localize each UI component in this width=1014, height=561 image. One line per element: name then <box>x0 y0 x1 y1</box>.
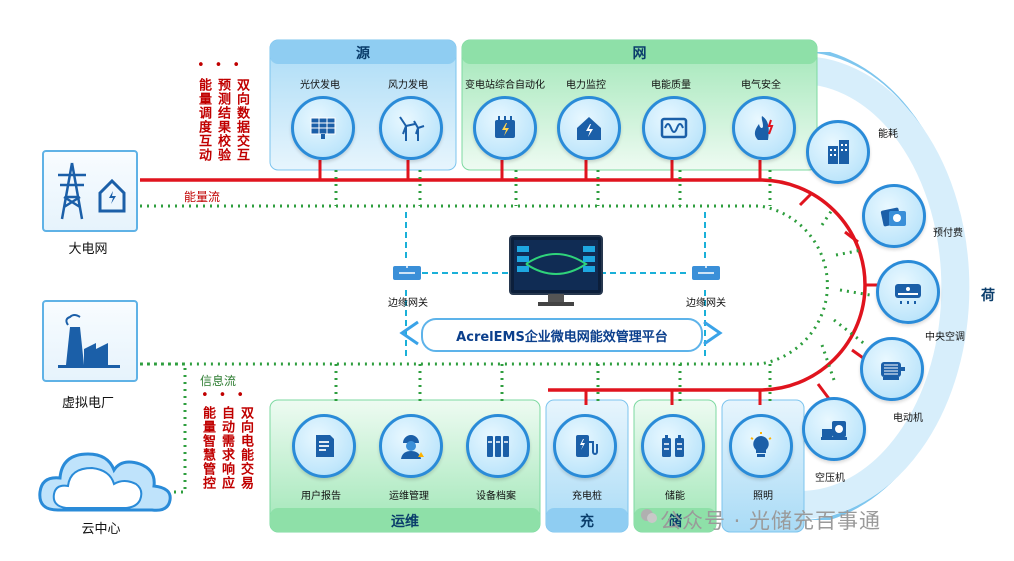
annotation-demand-response: 自动需求响应 <box>219 406 234 490</box>
panel-title-storage: 储 <box>668 514 682 530</box>
gateway-links <box>405 212 706 360</box>
maintenance-worker-icon[interactable] <box>379 414 443 478</box>
edge-gateway-icon[interactable] <box>391 256 423 286</box>
report-icon[interactable] <box>292 414 356 478</box>
grid-label: 电力监控 <box>566 80 606 91</box>
load-label: 电动机 <box>893 413 923 424</box>
air-compressor-icon[interactable] <box>802 397 866 461</box>
power-monitor-icon[interactable] <box>557 96 621 160</box>
light-bulb-icon[interactable] <box>729 414 793 478</box>
power-quality-icon[interactable] <box>642 96 706 160</box>
prepaid-card-icon[interactable] <box>862 184 926 248</box>
edge-gateway-icon[interactable] <box>690 256 722 286</box>
big-grid-box[interactable] <box>42 150 138 232</box>
solar-panel-icon[interactable] <box>291 96 355 160</box>
annotation-energy-dispatch: 能量调度互动 <box>196 78 211 162</box>
grid-label: 电气安全 <box>741 80 781 91</box>
grid-label: 变电站综合自动化 <box>465 80 545 91</box>
archive-icon[interactable] <box>466 414 530 478</box>
charge-label: 充电桩 <box>572 491 602 502</box>
load-label: 能耗 <box>878 129 898 140</box>
monitor-dashboard[interactable] <box>508 234 604 308</box>
ops-label: 运维管理 <box>389 491 429 502</box>
panel-title-grid: 网 <box>632 46 647 62</box>
panel-title-charge: 充 <box>580 514 594 530</box>
load-label: 空压机 <box>815 473 845 484</box>
bottom-annotation-dots: ••• <box>201 388 255 403</box>
load-label: 中央空调 <box>925 332 965 343</box>
storage-label: 储能 <box>665 491 685 502</box>
annotation-smart-control: 能量智慧管控 <box>200 406 215 490</box>
platform-title: AcrelEMS企业微电网能效管理平台 <box>421 318 703 352</box>
panel-title-load: 荷 <box>981 288 995 304</box>
top-annotation-dots: ••• <box>197 58 251 73</box>
annotation-forecast-check: 预测结果校验 <box>215 78 230 162</box>
substation-icon[interactable] <box>473 96 537 160</box>
battery-storage-icon[interactable] <box>641 414 705 478</box>
energy-flow-label: 能量流 <box>184 190 221 204</box>
info-drops <box>334 170 871 405</box>
virtual-plant-box[interactable] <box>42 300 138 382</box>
power-plant-icon <box>58 314 120 368</box>
annotation-data-interaction: 双向数据交互 <box>234 78 249 162</box>
cloud-label: 云中心 <box>81 522 121 537</box>
lighting-label: 照明 <box>753 491 773 502</box>
source-label: 风力发电 <box>388 80 428 91</box>
electrical-safety-icon[interactable] <box>732 96 796 160</box>
watermark-text: 公众号 · 光储充百事通 <box>660 509 882 533</box>
power-tower-icon <box>58 162 126 220</box>
wechat-icon <box>641 509 657 523</box>
motor-icon[interactable] <box>860 337 924 401</box>
platform-arrows <box>399 320 723 346</box>
edge-gateway-label: 边缘网关 <box>388 298 428 309</box>
edge-gateway-label: 边缘网关 <box>686 298 726 309</box>
charging-pile-icon[interactable] <box>553 414 617 478</box>
central-ac-icon[interactable] <box>876 260 940 324</box>
energy-flow-line <box>140 178 867 392</box>
load-label: 预付费 <box>933 228 963 239</box>
grid-label: 电能质量 <box>651 80 691 91</box>
ops-label: 用户报告 <box>301 491 341 502</box>
source-label: 光伏发电 <box>300 80 340 91</box>
info-flow-label: 信息流 <box>200 374 237 388</box>
panel-title-ops: 运维 <box>391 514 419 530</box>
panel-title-source: 源 <box>356 46 370 62</box>
energy-consumption-icon[interactable] <box>806 120 870 184</box>
annotation-energy-trading: 双向电能交易 <box>238 406 253 490</box>
big-grid-label: 大电网 <box>68 242 108 257</box>
wind-turbine-icon[interactable] <box>379 96 443 160</box>
virtual-plant-label: 虚拟电厂 <box>61 396 114 411</box>
cloud-icon[interactable] <box>36 440 176 518</box>
ops-label: 设备档案 <box>476 491 516 502</box>
